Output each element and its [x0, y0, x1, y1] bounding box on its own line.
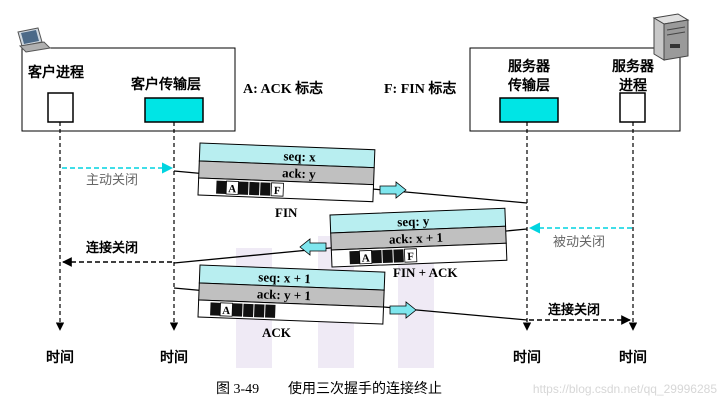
- flag-cell: [243, 303, 254, 318]
- server-process-box: [619, 92, 646, 123]
- client-transport-label: 客户传输层: [130, 76, 201, 93]
- fin-flag-legend: F: FIN 标志: [384, 80, 456, 97]
- flag-cell: [249, 181, 260, 196]
- time-label-client-transport: 时间: [160, 349, 188, 366]
- fin-direction-arrow: [379, 181, 407, 199]
- fin-ack-label: ack: y: [282, 165, 317, 181]
- ack-flag-letter: A: [361, 253, 369, 265]
- server-tower-icon: [652, 13, 690, 61]
- flag-cell: [393, 249, 404, 263]
- fin-flag-cell: [403, 248, 418, 263]
- ack-flag-cell: [225, 180, 239, 195]
- figure-number: 图 3-49: [216, 382, 259, 397]
- flag-cell: [232, 303, 243, 317]
- server-process-label-line2: 进程: [619, 78, 647, 94]
- flag-cell: [254, 304, 265, 318]
- fin-ack-direction-arrow: [299, 238, 327, 256]
- ack-seq-label: seq: x + 1: [258, 269, 311, 286]
- fin-flag-letter: F: [407, 251, 414, 263]
- client-transport-box: [144, 97, 204, 123]
- fin-segment-packet: seq: x ack: y A F: [197, 142, 376, 203]
- ack-flag-legend: A: ACK 标志: [243, 80, 323, 97]
- conn-closed-left-label: 连接关闭: [86, 240, 138, 256]
- ack-segment-name: ACK: [262, 325, 292, 340]
- ack-direction-arrow: [389, 301, 417, 319]
- client-process-label: 客户进程: [27, 64, 84, 81]
- fin-ack-segment-packet: seq: y ack: x + 1 A F: [329, 207, 508, 268]
- client-process-box: [47, 92, 74, 123]
- time-label-server-process: 时间: [619, 349, 647, 366]
- flag-cell: [238, 181, 249, 195]
- flag-cell: [265, 304, 276, 318]
- laptop-icon: [17, 27, 52, 53]
- active-close-label: 主动关闭: [86, 173, 138, 188]
- fin-seq-label: seq: x: [283, 148, 316, 164]
- flag-cell: [210, 302, 221, 316]
- server-transport-label-line1: 服务器: [508, 58, 551, 75]
- passive-close-label: 被动关闭: [553, 235, 605, 250]
- server-transport-label-line2: 传输层: [507, 77, 550, 94]
- time-label-server-transport: 时间: [513, 349, 541, 366]
- ack-flag-cell: [358, 250, 373, 265]
- flag-cell: [216, 180, 227, 195]
- conn-closed-right-label: 连接关闭: [548, 302, 600, 318]
- fin-flag-letter: F: [274, 185, 281, 197]
- flag-cell: [260, 182, 271, 196]
- flag-cell: [371, 250, 382, 264]
- fin-flag-cell: [270, 182, 284, 197]
- fin-segment-name: FIN: [275, 205, 298, 220]
- watermark-url: https://blog.csdn.net/qq_29996285: [533, 382, 717, 396]
- time-label-client-process: 时间: [46, 349, 74, 366]
- figure-caption: 使用三次握手的连接终止: [288, 380, 442, 397]
- flag-cell: [349, 250, 360, 265]
- fin-ack-segment-name: FIN + ACK: [393, 265, 458, 280]
- flag-cell: [382, 249, 393, 264]
- server-process-label-line1: 服务器: [612, 58, 655, 75]
- server-transport-box: [499, 97, 559, 123]
- ack-ack-label: ack: y + 1: [257, 286, 312, 303]
- fin-ack-ack-label: ack: x + 1: [389, 230, 444, 247]
- ack-flag-letter: A: [222, 305, 230, 317]
- fin-ack-seq-label: seq: y: [397, 213, 430, 229]
- ack-flag-letter: A: [228, 183, 236, 195]
- ack-segment-packet: seq: x + 1 ack: y + 1 A: [197, 264, 386, 325]
